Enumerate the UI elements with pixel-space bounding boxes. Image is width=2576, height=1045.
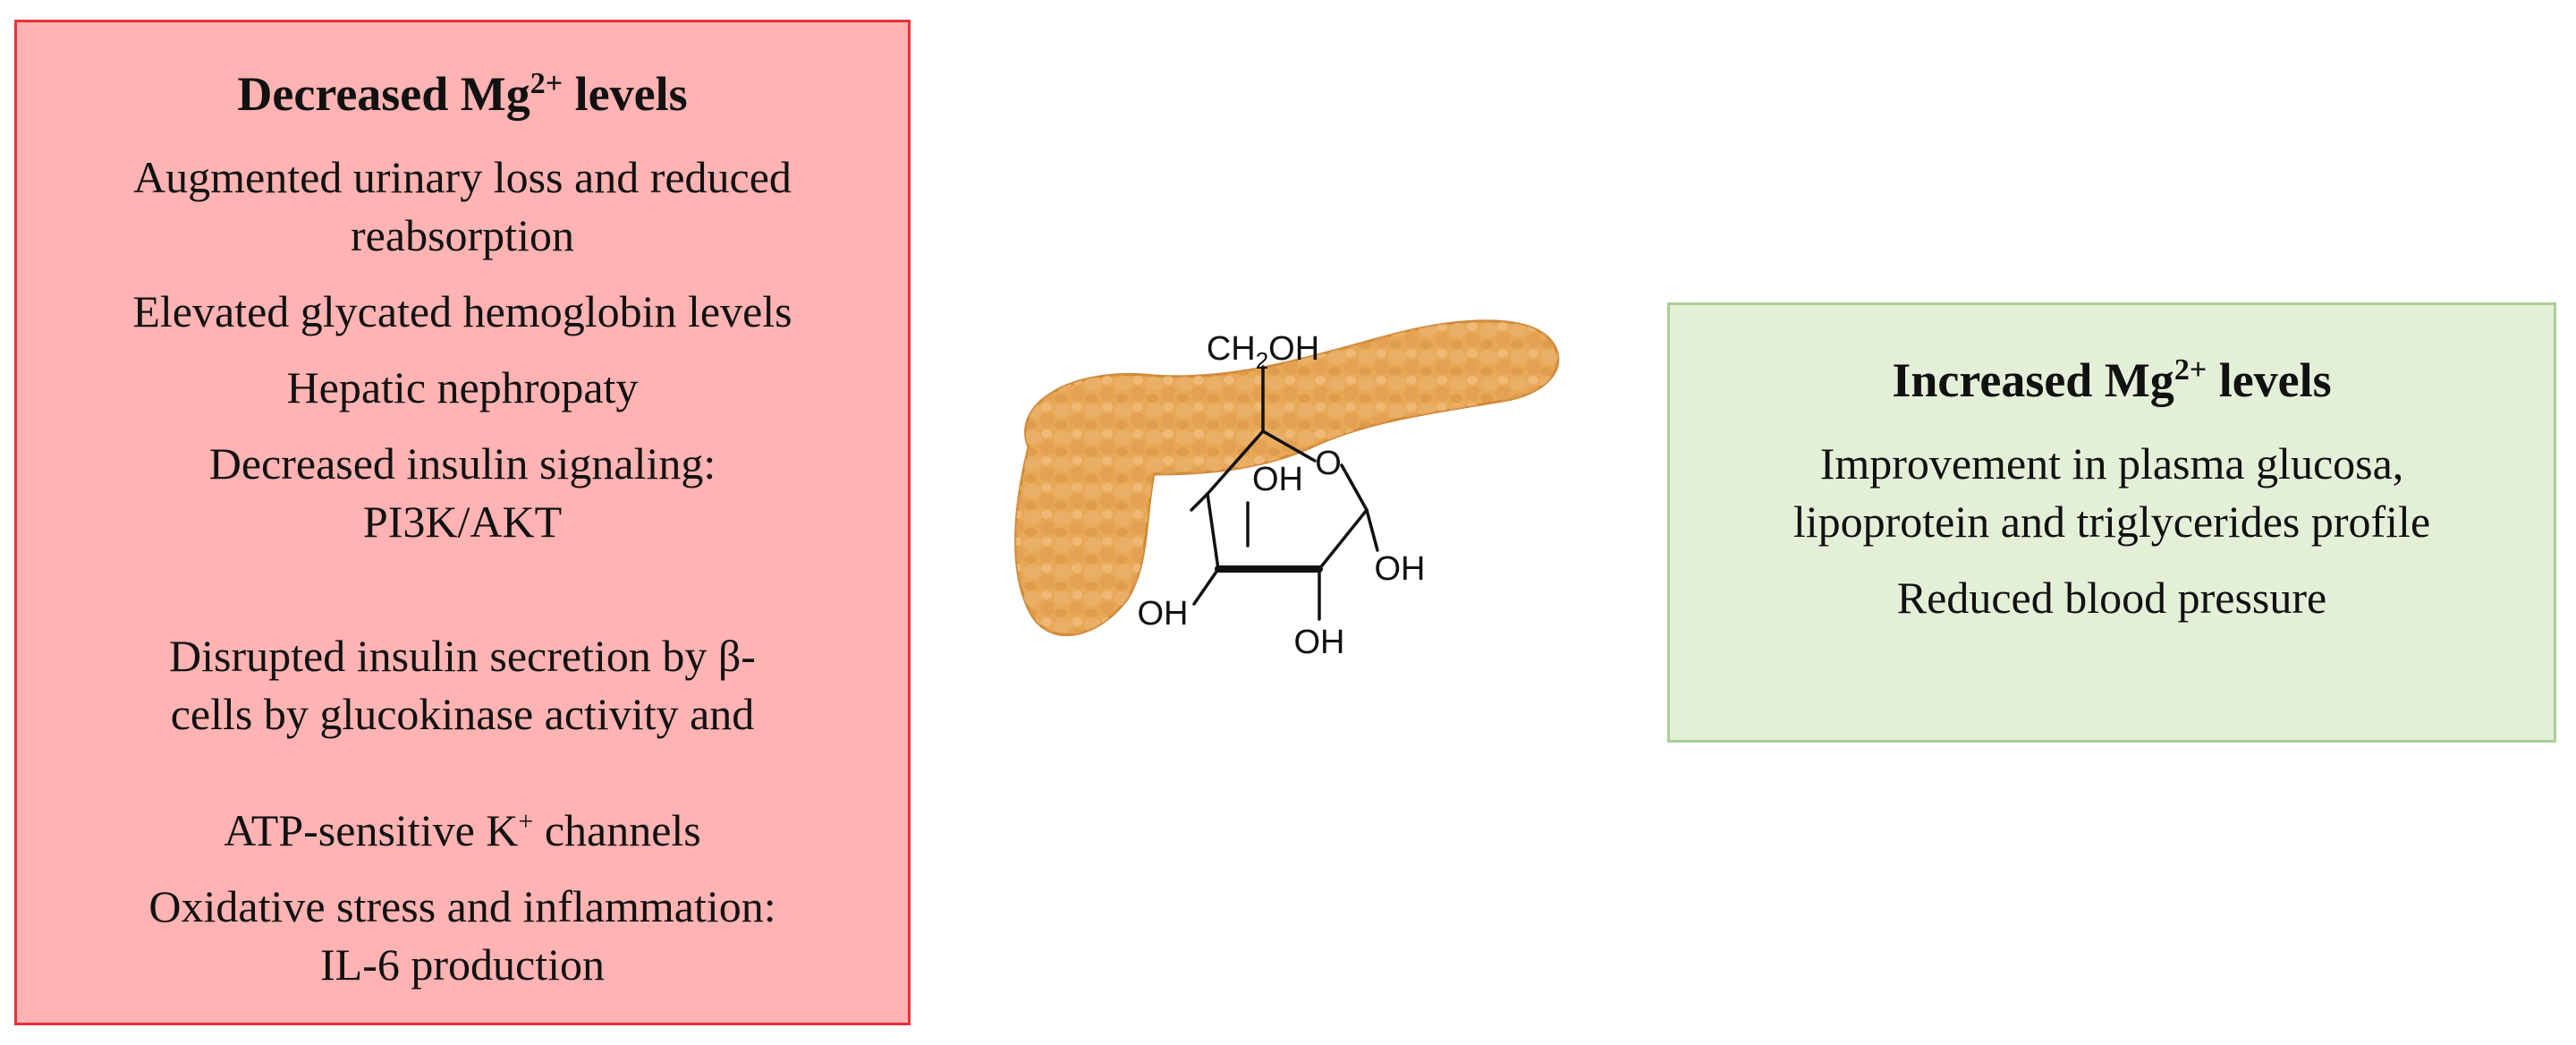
decreased-item-oxidative-stress: Oxidative stress and inflammation: IL-6 … (148, 880, 776, 990)
ring-oxygen-label: O (1315, 445, 1342, 482)
insulin-secretion-text: Disrupted insulin secretion by β- cells … (169, 630, 756, 739)
pancreas-glucose-illustration: CH2OH O OH OH OH OH (1014, 319, 1560, 661)
decreased-item-insulin-secretion: Disrupted insulin secretion by β- cells … (42, 569, 883, 860)
glucose-molecule-icon (1190, 365, 1379, 621)
increased-item-plasma-profile: Improvement in plasma glucosa, lipoprote… (1792, 438, 2431, 547)
pancreas-icon (1014, 319, 1560, 637)
decreased-panel-title: Decreased Mg2+ levels (237, 67, 688, 121)
hydroxyl-label-c4: OH (1252, 461, 1303, 498)
atp-channel-line: ATP-sensitive K+ channels (224, 804, 701, 855)
decreased-mg-panel: Decreased Mg2+ levels Augmented urinary … (14, 20, 911, 1025)
ch2oh-label: CH2OH (1207, 330, 1319, 374)
hydroxyl-label-c2: OH (1294, 624, 1345, 661)
hydroxyl-label-c3: OH (1138, 595, 1189, 633)
decreased-item-hepatic-nephropaty: Hepatic nephropaty (286, 361, 639, 412)
increased-mg-panel: Increased Mg2+ levels Improvement in pla… (1667, 302, 2556, 743)
increased-item-blood-pressure: Reduced blood pressure (1896, 572, 2327, 623)
hydroxyl-label-c1: OH (1375, 550, 1426, 588)
increased-panel-title: Increased Mg2+ levels (1892, 353, 2332, 407)
decreased-item-urinary-loss: Augmented urinary loss and reduced reabs… (133, 151, 792, 260)
decreased-item-insulin-signaling: Decreased insulin signaling: PI3K/AKT (208, 438, 716, 547)
decreased-item-glycated-hemoglobin: Elevated glycated hemoglobin levels (132, 285, 792, 336)
